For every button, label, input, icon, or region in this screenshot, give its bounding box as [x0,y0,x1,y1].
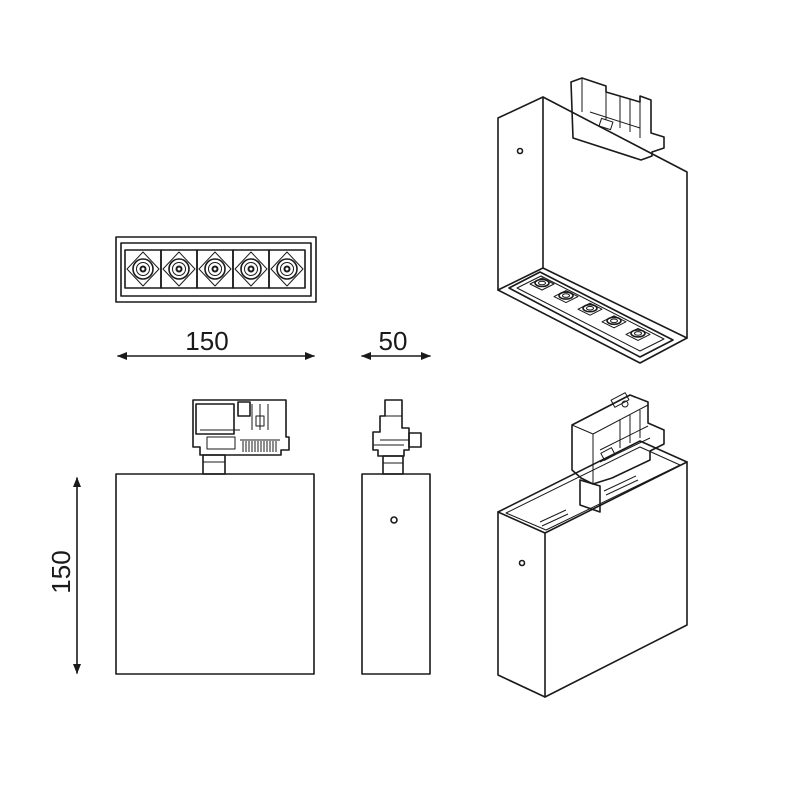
iso-led-cell [553,290,579,304]
depth-dimension: 50 [361,326,431,360]
height-dimension: 150 [46,477,81,674]
front-view [115,399,315,675]
depth-label: 50 [379,326,408,356]
width-label: 150 [185,326,228,356]
grip-ribs [242,441,277,452]
iso-top-view [497,392,688,698]
iso-led-cell [577,302,603,316]
led-cell [232,249,270,289]
height-label: 150 [46,550,76,593]
led-cell [160,249,198,289]
led-cell [268,249,306,289]
iso-led-cell [529,277,555,291]
iso-led-cell [625,327,651,341]
track-adapter-front [192,399,290,456]
track-adapter-side [372,399,422,457]
led-cell [124,249,162,289]
led-cell [196,249,234,289]
iso-led-cell [601,315,627,329]
side-view [361,399,431,675]
iso-bottom-view [497,77,688,364]
iso-adapter-bottom [571,392,665,485]
led-row [124,249,306,289]
iso-led-row [529,277,651,341]
bottom-view [115,236,317,303]
width-dimension: 150 [117,326,315,360]
iso-adapter-top [570,77,665,161]
